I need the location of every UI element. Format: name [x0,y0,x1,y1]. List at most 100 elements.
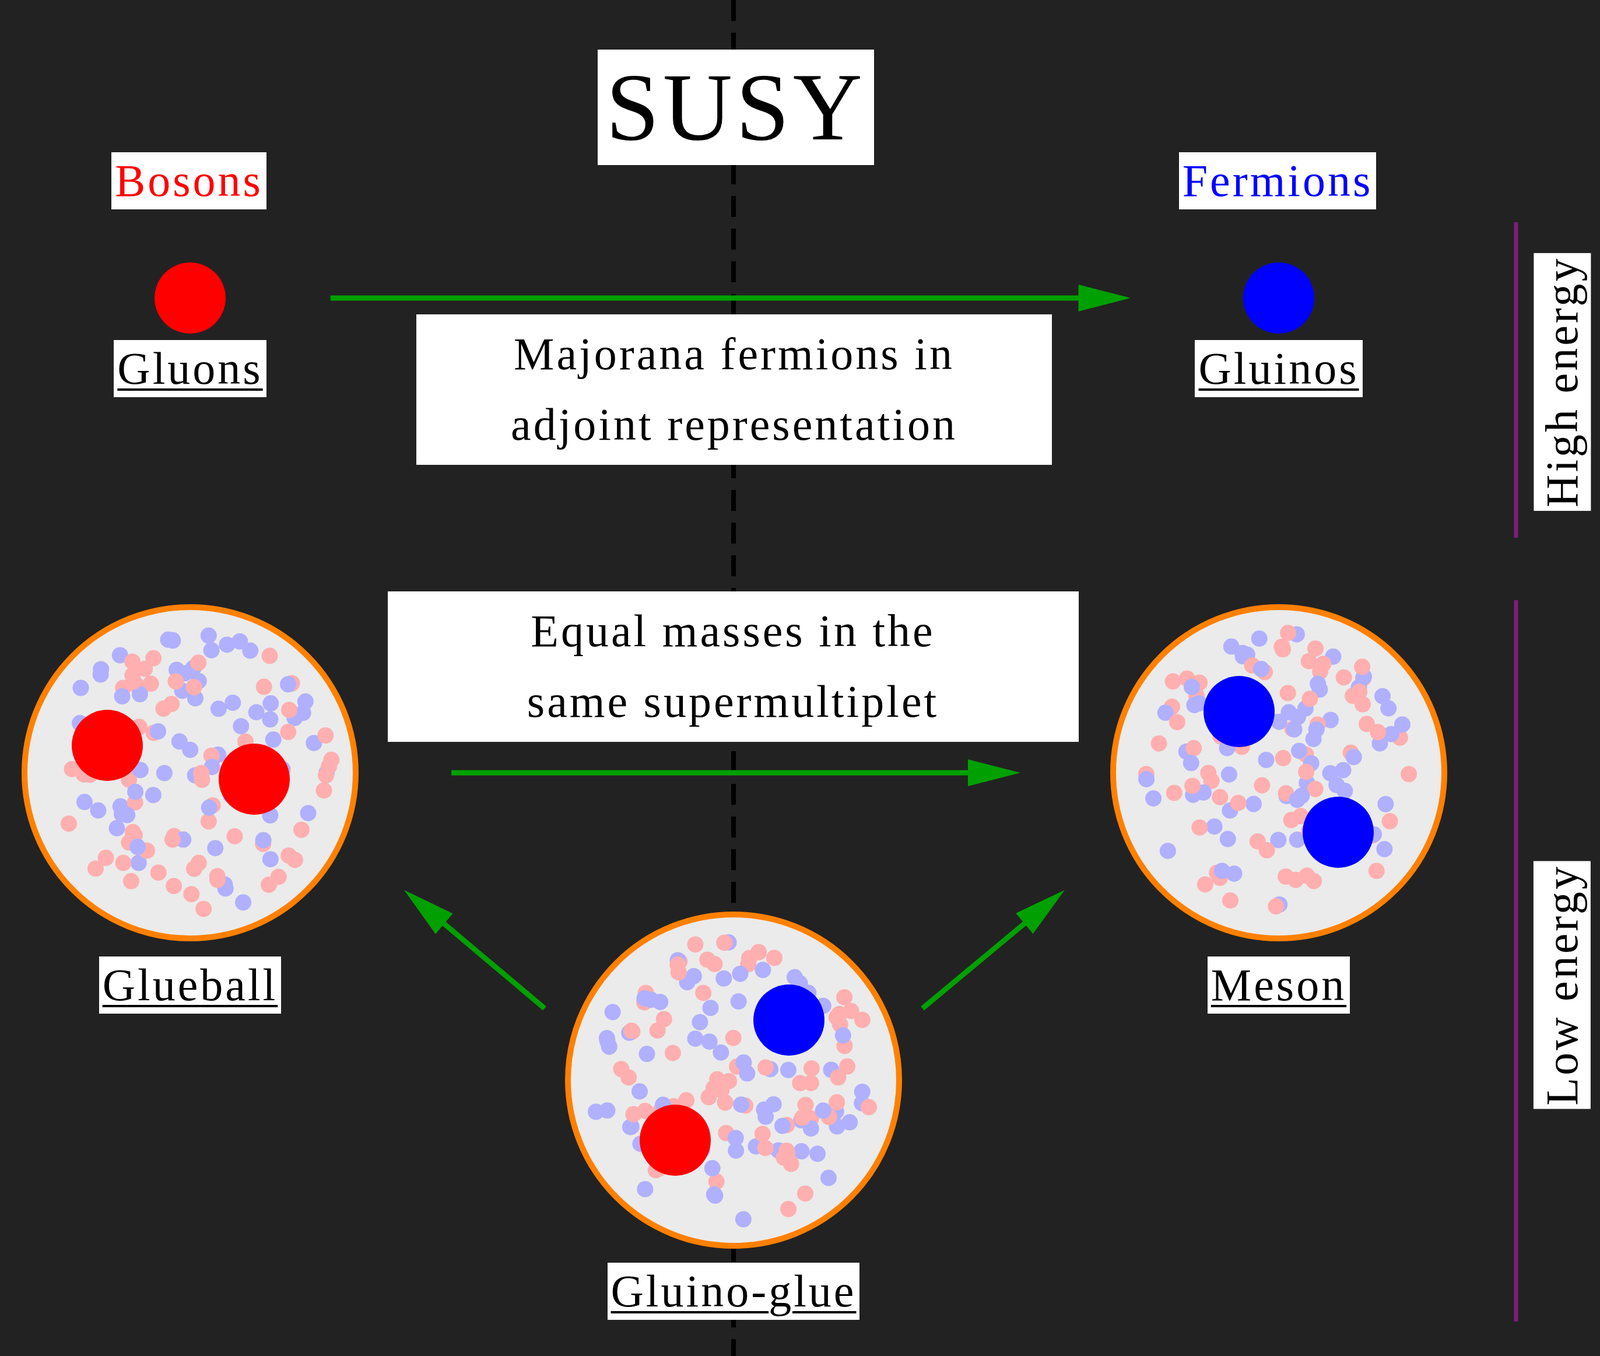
sea-particle-dot [164,632,181,649]
sea-particle-dot [1253,660,1270,677]
constituent-particle [753,984,825,1056]
scale-bar [1514,222,1519,538]
sea-particle-dot [1183,678,1200,696]
sea-particle-dot [741,949,758,967]
sea-particle-dot [234,893,252,911]
sea-particle-dot [1145,790,1162,807]
energy-scale-label: High energy [1533,253,1591,511]
sea-particle-dot [797,1184,814,1202]
sea-particle-dot [702,999,719,1016]
sea-particle-dot [1394,716,1411,733]
sea-particle-dot [686,935,704,953]
sea-particle-dot [1245,795,1262,813]
sea-particle-dot [791,1074,809,1091]
sea-particle-dot [1230,794,1247,812]
particle-name: Gluons [113,339,266,398]
sea-particle-dot [1279,684,1297,701]
sea-particle-dot [293,821,310,838]
title-text: SUSY [597,49,875,166]
sea-particle-dot [786,969,803,986]
sea-particle-dot [181,741,199,759]
sea-particle-dot [842,1002,859,1019]
sea-particle-dot [803,1060,820,1077]
sea-particle-dot [1369,723,1387,740]
sea-particle-dot [828,1093,845,1111]
sea-particle-dot [691,1013,708,1031]
sea-particle-dot [686,1030,704,1047]
sea-particle-dot [92,666,110,683]
sea-particle-dot [780,1061,797,1079]
sea-particle-dot [1275,749,1292,767]
constituent-particle [218,743,290,815]
category-label: Bosons [111,152,267,210]
sea-particle-dot [323,751,340,768]
sea-particle-dot [156,765,173,782]
sea-particle-dot [315,781,332,799]
sea-particle-dot [1257,751,1275,768]
sea-particle-dot [113,805,131,823]
sea-particle-dot [815,1102,832,1119]
sea-particle-dot [255,678,273,696]
sea-particle-dot [279,723,297,740]
hadron-picture [1105,599,1452,946]
sea-particle-dot [716,934,733,951]
sea-particle-dot [1234,644,1251,662]
sea-particle-dot [794,1109,811,1126]
sea-particle-dot [731,965,749,982]
sea-particle-dot [704,1159,721,1177]
sea-particle-dot [260,876,277,893]
particle-picture [1238,257,1319,339]
energy-scale-label: Low energy [1533,860,1591,1109]
sea-particle-dot [248,703,265,721]
sea-particle-dot [262,695,279,712]
sea-particle-dot [1267,897,1284,915]
sea-particle-dot [265,731,282,748]
sea-particle-dot [1211,788,1228,806]
bound-state-outline [1113,606,1445,939]
sea-particle-dot [193,765,210,782]
particle-node: Glueball [21,604,359,1014]
sea-particle-dot [1280,703,1297,721]
sea-particle-dot [841,1113,858,1131]
sea-particle-dot [1186,696,1203,714]
category-label: Fermions [1179,152,1377,210]
sea-particle-dot [1151,735,1168,752]
sea-particle-dot [1297,763,1315,780]
sea-particle-dot [1197,875,1214,893]
particle-node: Gluinos [1194,262,1363,398]
sea-particle-dot [664,1044,682,1061]
transition-arrow [417,900,545,1009]
sea-particle-dot [195,900,212,917]
sea-particle-dot [1166,784,1183,801]
sea-particle-dot [300,804,317,821]
sea-particle-dot [1374,688,1391,705]
sea-particle-dot [1159,842,1177,859]
sea-particle-dot [164,831,181,848]
sea-particle-dot [262,850,279,868]
sea-particle-dot [727,1129,745,1146]
sea-particle-dot [625,1105,642,1122]
sea-particle-dot [255,832,272,849]
sea-particle-dot [1213,862,1231,879]
sea-particle-dot [124,667,141,684]
sea-particle-dot [60,815,77,832]
constituent-particle [639,1104,711,1176]
constituent-particle [1302,796,1374,868]
sea-particle-dot [183,885,200,903]
sea-particle-dot [1200,764,1217,781]
sea-particle-dot [1298,867,1315,884]
sea-particle-dot [1191,819,1208,836]
sea-particle-dot [150,864,167,881]
sea-particle-dot [623,1022,640,1039]
sea-particle-dot [155,700,172,717]
sea-particle-dot [1289,791,1306,808]
particle-name: Meson [1207,956,1350,1014]
sea-particle-dot [1308,721,1325,738]
sea-particle-dot [1185,739,1202,757]
sea-particle-dot [1376,840,1393,858]
sea-particle-dot [757,1058,774,1076]
sea-particle-dot [190,654,207,671]
sea-particle-dot [149,723,167,740]
sea-particle-dot [604,1003,621,1020]
arrow-label: Majorana fermions in adjoint representat… [416,314,1052,465]
